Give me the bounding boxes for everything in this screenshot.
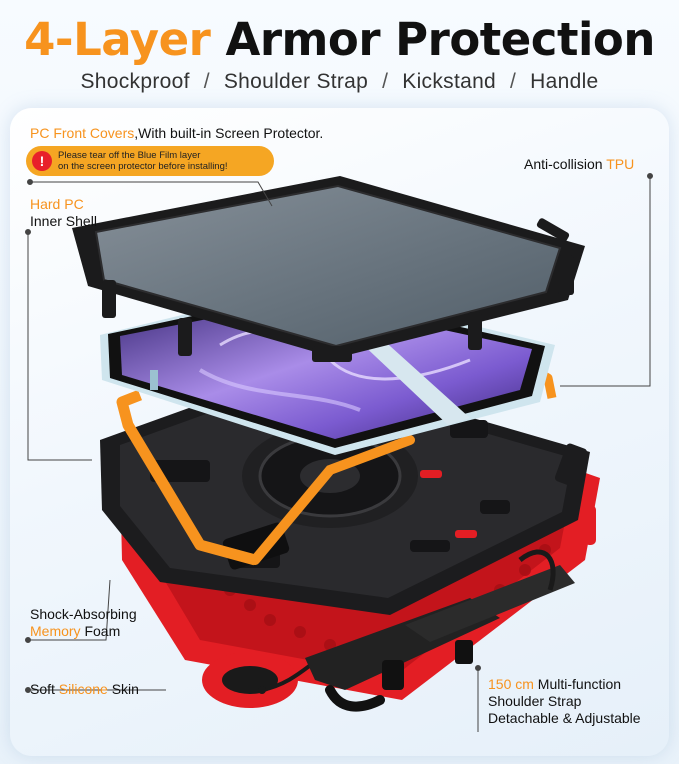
- feature-list: Shockproof / Shoulder Strap / Kickstand / Hand…: [0, 70, 679, 94]
- front-cover-highlight: PC Front Covers: [30, 125, 135, 141]
- exclamation-icon: !: [32, 151, 52, 171]
- feature-separator: /: [510, 70, 517, 93]
- feature-shoulder-strap: Shoulder Strap: [223, 70, 369, 93]
- foam-line-1: Shock-Absorbing: [30, 606, 137, 622]
- hard-pc-line-2: Inner Shell: [30, 213, 97, 229]
- tpu-callout: Anti-collision TPU: [524, 156, 634, 173]
- strap-highlight: 150 cm: [488, 676, 534, 692]
- tpu-text: Anti-collision: [524, 156, 607, 172]
- hard-pc-callout: Hard PC Inner Shell: [30, 196, 97, 230]
- warning-banner: ! Please tear off the Blue Film layer on…: [26, 146, 274, 176]
- front-cover-text: ,With built-in Screen Protector.: [134, 125, 324, 141]
- headline-highlight: 4-Layer: [24, 13, 211, 66]
- feature-separator: /: [203, 70, 210, 93]
- feature-kickstand: Kickstand: [402, 70, 497, 93]
- callout-leader-lines: [25, 173, 653, 732]
- shoulder-strap: [258, 549, 575, 712]
- strap-callout: 150 cm Multi-function Shoulder Strap Det…: [488, 676, 641, 727]
- silicone-rest: Skin: [107, 681, 139, 697]
- warning-line-2: on the screen protector before installin…: [58, 161, 228, 172]
- foam-text: Foam: [80, 623, 121, 639]
- feature-handle: Handle: [530, 70, 599, 93]
- headline-main: Armor Protection: [225, 13, 656, 66]
- strap-line-2: Shoulder Strap: [488, 693, 582, 709]
- front-cover-callout: PC Front Covers,With built-in Screen Pro…: [30, 125, 323, 142]
- headline: 4-Layer Armor Protection: [0, 12, 679, 68]
- silicone-text: Soft: [30, 681, 59, 697]
- strap-text: Multi-function: [533, 676, 622, 692]
- feature-separator: /: [382, 70, 389, 93]
- feature-shockproof: Shockproof: [80, 70, 190, 93]
- tpu-highlight: TPU: [606, 156, 635, 172]
- foam-highlight: Memory: [30, 623, 81, 639]
- warning-line-1: Please tear off the Blue Film layer: [58, 150, 201, 161]
- hard-pc-highlight: Hard PC: [30, 196, 84, 212]
- foam-callout: Shock-Absorbing Memory Foam: [30, 606, 137, 640]
- warning-text: Please tear off the Blue Film layer on t…: [58, 150, 228, 172]
- silicone-callout: Soft Silicone Skin: [30, 681, 139, 698]
- strap-line-3: Detachable & Adjustable: [488, 710, 641, 726]
- silicone-highlight: Silicone: [58, 681, 108, 697]
- front-cover-frame: [72, 176, 585, 362]
